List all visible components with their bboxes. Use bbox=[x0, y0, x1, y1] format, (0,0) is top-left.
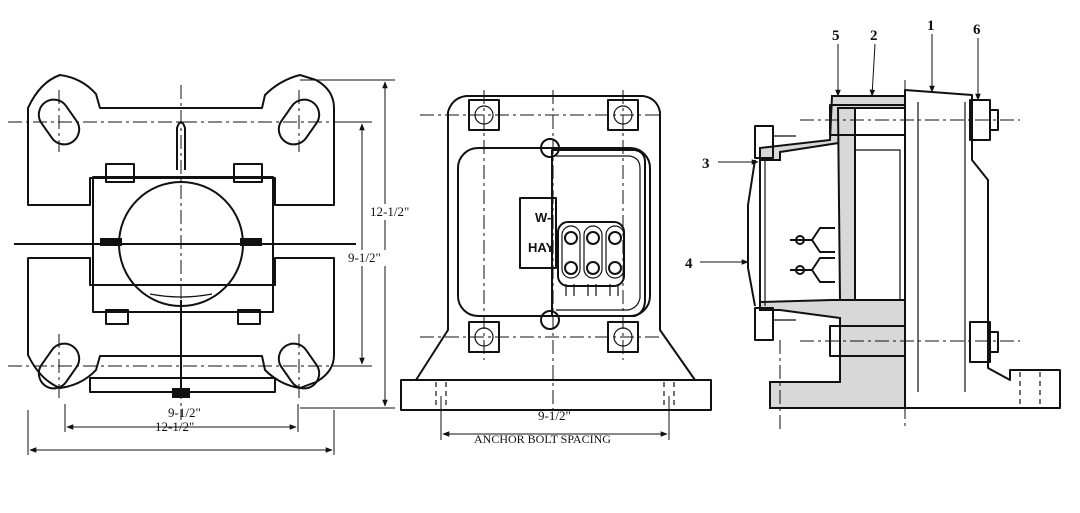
nameplate bbox=[519, 197, 557, 269]
callout-5: 5 bbox=[832, 28, 840, 44]
nameplate-line2: HAY bbox=[528, 240, 555, 255]
terminal-block bbox=[557, 221, 625, 296]
middle-cutaway bbox=[551, 149, 646, 317]
anchor-bolt-label: ANCHOR BOLT SPACING bbox=[474, 432, 611, 446]
middle-body bbox=[415, 95, 696, 381]
section-terminals bbox=[790, 227, 835, 283]
section-inspection-cover bbox=[747, 155, 761, 310]
front-bolt-slots bbox=[37, 98, 321, 390]
middle-view: W- HAY bbox=[400, 90, 712, 446]
middle-cover bbox=[457, 147, 651, 317]
front-view: 12-1/2" 9-1/2" 9-1/2" 12-1/2" bbox=[8, 74, 428, 455]
callout-6: 6 bbox=[973, 22, 981, 38]
middle-base-plate bbox=[400, 379, 712, 411]
front-top-flange bbox=[27, 74, 335, 206]
callout-2: 2 bbox=[870, 28, 878, 44]
section-view: 1 2 3 4 5 6 bbox=[685, 18, 1061, 430]
callout-4: 4 bbox=[685, 256, 693, 272]
callout-1: 1 bbox=[927, 18, 935, 34]
dim-overall-height: 12-1/2" bbox=[370, 204, 409, 219]
dim-bolt-height: 9-1/2" bbox=[348, 250, 381, 265]
dim-overall-width: 12-1/2" bbox=[155, 419, 194, 434]
section-main-body bbox=[904, 89, 1061, 409]
callout-3: 3 bbox=[702, 156, 710, 172]
front-bottom-flange bbox=[27, 257, 335, 389]
dim-anchor-spacing: 9-1/2" bbox=[538, 408, 571, 423]
dim-bolt-width: 9-1/2" bbox=[168, 405, 201, 420]
nameplate-line1: W- bbox=[535, 210, 551, 225]
